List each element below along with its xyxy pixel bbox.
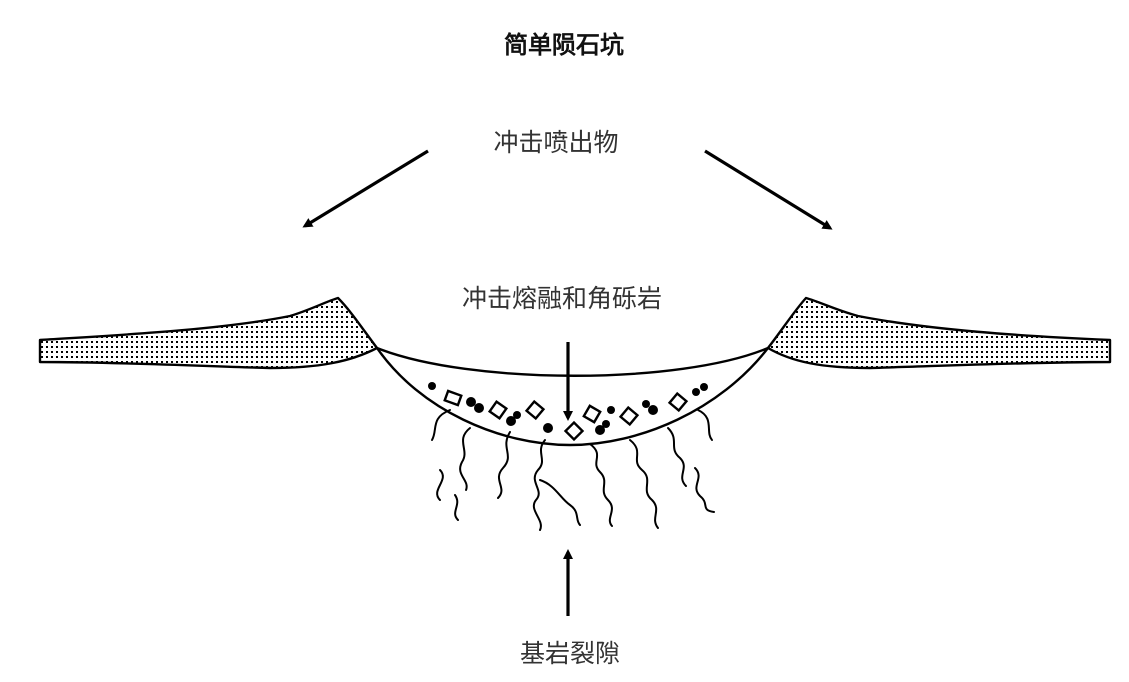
- bedrock-fractures: [431, 409, 715, 531]
- clast-solid-11: [648, 405, 658, 415]
- clast-solid-9: [607, 406, 615, 414]
- fracture-2: [459, 427, 471, 491]
- clast-solid-12: [692, 388, 700, 396]
- ejecta-label: 冲击喷出物: [493, 128, 618, 157]
- clast-open-2: [487, 399, 509, 421]
- fracture-10: [667, 427, 687, 487]
- fracture-12: [694, 467, 715, 513]
- fracture-8: [589, 443, 613, 527]
- clast-solid-13: [700, 383, 708, 391]
- clast-solid-4: [506, 416, 516, 426]
- ejecta-arrow-right: [704, 149, 833, 230]
- breccia-lens: [375, 346, 770, 447]
- clast-solid-6: [543, 423, 553, 433]
- clast-open-1: [443, 389, 463, 407]
- clast-open-7: [667, 391, 689, 413]
- clast-solid-3: [474, 403, 484, 413]
- clast-open-4: [563, 420, 585, 442]
- clast-solid-1: [428, 382, 436, 390]
- fracture-11: [697, 409, 713, 441]
- fracture-6: [532, 439, 546, 531]
- ejecta-blanket-right: [766, 296, 1112, 370]
- ejecta-blanket-left: [38, 296, 379, 370]
- clast-open-5: [582, 404, 602, 424]
- ejecta-arrow-left: [302, 149, 429, 228]
- fracture-4: [454, 494, 459, 521]
- fracture-9: [629, 439, 659, 529]
- diagram-title: 简单陨石坑: [504, 31, 624, 59]
- clast-open-6: [618, 405, 640, 427]
- bedrock-fractures-label: 基岩裂隙: [520, 639, 620, 668]
- clast-solid-7: [595, 425, 605, 435]
- clast-solid-5: [513, 411, 521, 419]
- fracture-3: [436, 469, 444, 501]
- fracture-1: [431, 409, 451, 441]
- clast-open-3: [524, 399, 546, 421]
- melt-breccia-label: 冲击熔融和角砾岩: [462, 284, 662, 313]
- clast-solid-2: [466, 397, 476, 407]
- clast-solid-8: [602, 420, 610, 428]
- fracture-7: [539, 479, 581, 526]
- fracture-5: [497, 431, 511, 499]
- breccia-clasts: [428, 382, 708, 442]
- clast-solid-10: [642, 400, 650, 408]
